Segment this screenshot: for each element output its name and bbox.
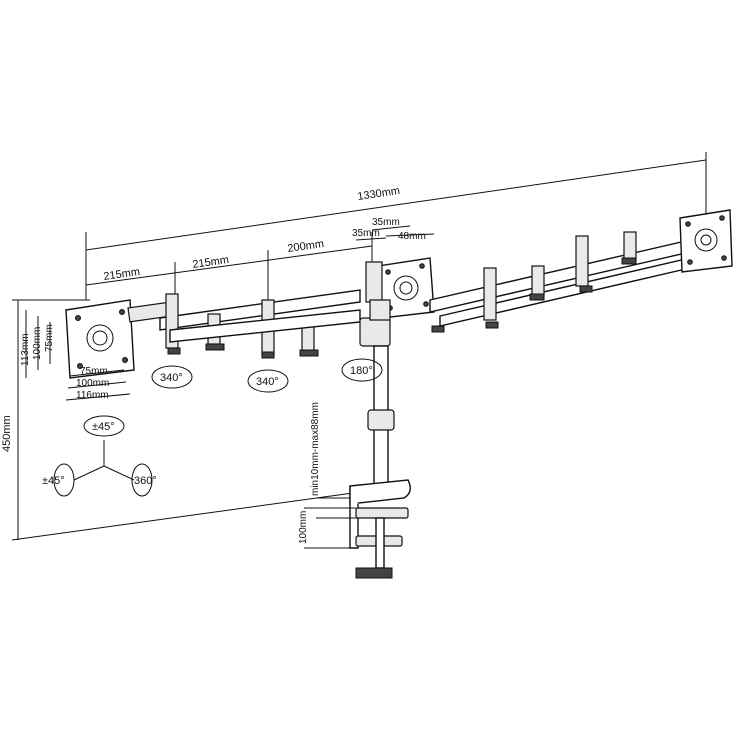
vesa-w-100-label: 100mm — [76, 378, 109, 389]
vesa-dimensions: 113mm 100mm 75mm 75mm 100mm 116mm — [20, 310, 131, 401]
rotation-joint-left-label: 340° — [160, 372, 183, 384]
tilt-rotate-symbol: ±45° ±45° 360° — [42, 415, 157, 497]
tilt-top-label: ±45° — [92, 421, 115, 433]
vesa-h-75-label: 75mm — [44, 324, 55, 352]
height-dimension: 450mm — [1, 299, 361, 541]
arm-segments-dimension: 215mm 215mm 200mm — [85, 232, 373, 304]
tilt-side-label: ±45° — [42, 475, 65, 487]
offset-48-label: 48mm — [398, 231, 426, 242]
rotate-label: 360° — [134, 475, 157, 487]
center-pole — [359, 299, 395, 497]
vesa-w-116-label: 116mm — [76, 390, 109, 401]
vesa-h-100-label: 100mm — [32, 327, 43, 360]
left-arm — [159, 289, 361, 359]
desk-clamp: min10mm-max88mm 100mm — [298, 402, 411, 579]
clamp-depth-label: 100mm — [298, 511, 309, 544]
right-arm — [429, 231, 691, 333]
vesa-h-113-label: 113mm — [20, 333, 31, 366]
height-total-label: 450mm — [1, 415, 13, 452]
rotation-joint-left: 340° — [151, 365, 193, 389]
rotation-joint-center-label: 180° — [350, 365, 373, 377]
rotation-joint-mid-label: 340° — [256, 376, 279, 388]
right-vesa-plate — [679, 209, 733, 273]
center-offset-dimensions: 35mm 35mm 48mm — [352, 217, 435, 242]
offset-35-top-label: 35mm — [372, 217, 400, 228]
total-width-label: 1330mm — [357, 185, 401, 203]
arm-segment-3-label: 200mm — [287, 238, 325, 255]
offset-35-left-label: 35mm — [352, 228, 380, 239]
arm-segment-1-label: 215mm — [103, 266, 141, 283]
arm-segment-2-label: 215mm — [192, 254, 230, 271]
desk-thickness-label: min10mm-max88mm — [310, 402, 321, 496]
vesa-w-75-label: 75mm — [80, 366, 108, 377]
rotation-joint-center: 180° — [341, 358, 383, 382]
left-vesa-plate — [65, 299, 171, 379]
rotation-joint-mid: 340° — [247, 369, 289, 393]
